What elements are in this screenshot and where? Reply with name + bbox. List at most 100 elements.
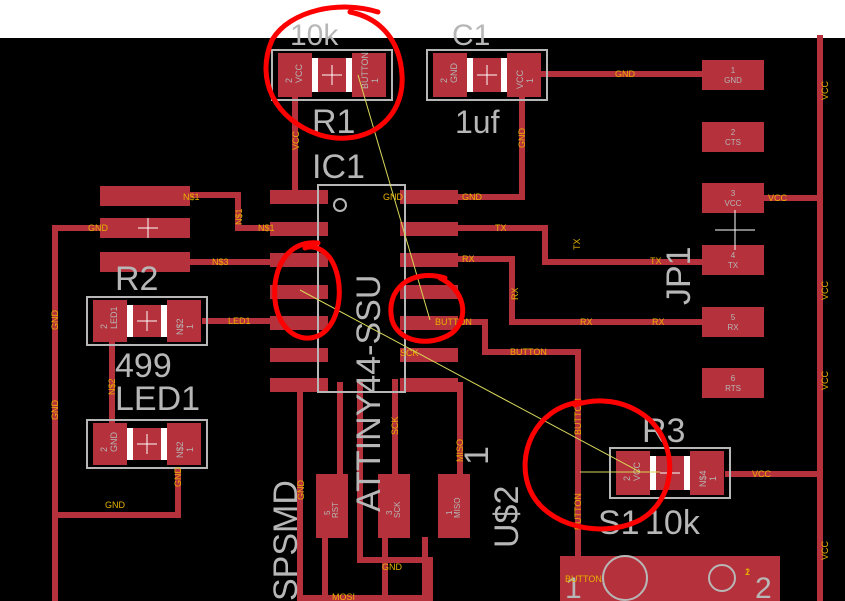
header-pad-6 (702, 368, 764, 398)
net-gnd-left-vert: GND (50, 310, 60, 331)
trace-rx (452, 256, 709, 325)
ratsnest (299, 74, 660, 473)
header-pad-label: CTS (725, 138, 741, 147)
net-sck-vert: SCK (390, 416, 400, 435)
isp-pad-label: RST (331, 502, 340, 518)
net-gnd-left-vert2: GND (50, 400, 60, 421)
r3-net1: N$4 (698, 470, 708, 487)
ic1-pad-right-7 (400, 378, 458, 392)
net-n1-vert: N$1 (234, 208, 244, 225)
net-button-vert2: BUTTON (573, 493, 583, 530)
net-gnd-c1: GND (517, 128, 527, 149)
led1-pad-right (167, 423, 201, 465)
header-pad-1 (702, 60, 764, 90)
annotation-circle-r1 (263, 4, 405, 141)
led1-pad1-num: 2 (99, 447, 109, 452)
header-pad-num: 2 (731, 128, 736, 137)
r2-pad-right (167, 300, 201, 342)
r3-net2: VCC (632, 461, 642, 481)
isp-pad-label: MISO (453, 498, 462, 518)
ic1-pads (270, 190, 458, 392)
r1-pad2-num: 1 (370, 78, 380, 83)
ic1-pad-right-3 (400, 253, 458, 267)
trace-gnd-led (52, 467, 181, 518)
net-n1-pad: N$1 (258, 223, 275, 233)
ic1-pad-left-7 (270, 378, 328, 392)
trace-gnd-c1-down (452, 97, 525, 200)
r2-pad-left (93, 300, 127, 342)
s1-body (560, 556, 780, 601)
c1-pad2-num: 1 (525, 78, 535, 83)
net-button-mid: BUTTON (510, 347, 547, 357)
header-pad-num: 5 (731, 313, 736, 322)
r3-pad2-num: 1 (708, 476, 718, 481)
header-pad-4 (702, 245, 764, 275)
header-pad-label: RTS (725, 384, 741, 393)
ic1-pad-left-4 (270, 285, 328, 299)
pad-n1-left (100, 186, 190, 206)
net-labels: GND GND GND TX TX RX RX RX VCC VCC N$1 N… (88, 69, 788, 601)
spsmd-name: SPSMD (267, 480, 305, 601)
isp-pad-label: SCK (393, 501, 402, 518)
header-pad-label: TX (728, 261, 739, 270)
led1-outline (86, 419, 208, 469)
r2-net1: N$2 (175, 318, 185, 335)
c1-name: C1 (452, 19, 490, 52)
ic1-pad-left-6 (270, 348, 328, 362)
net-vcc-rail-2: VCC (820, 280, 830, 300)
annotations (263, 4, 673, 532)
net-gnd-left: GND (88, 223, 109, 233)
crosshair-gnd-left (138, 218, 158, 238)
us2-name: U$2 (488, 486, 526, 548)
net-gnd-ispsmd: GND (296, 480, 306, 501)
c1-net1: VCC (515, 69, 525, 89)
r2-pad2-num: 1 (185, 324, 195, 329)
annotation-circle-r3 (522, 398, 673, 532)
s1-pad2-label: 2 (755, 572, 772, 601)
trace-gnd-bottom (357, 382, 433, 601)
s1-circle-right (708, 564, 736, 592)
header-pad-label: GND (724, 76, 742, 85)
r3-pad1-num: 2 (622, 476, 632, 481)
s1-net1: BUTTON (565, 574, 602, 584)
ic1-pad-left-1 (270, 190, 328, 204)
s1-net2: 1 (745, 567, 750, 577)
header-pad-3 (702, 183, 764, 213)
net-tx-ic: TX (495, 223, 507, 233)
net-led1: LED1 (228, 316, 251, 326)
header-pad-num: 4 (731, 251, 736, 260)
net-rx-ic: RX (462, 254, 475, 264)
header-pad-num: 6 (731, 374, 736, 383)
net-rx-vert: RX (510, 287, 520, 300)
r3-outline (609, 447, 731, 499)
c1-pad1-num: 2 (439, 78, 449, 83)
airwire-ic-r3 (299, 289, 641, 473)
net-vcc-rail-1: VCC (820, 80, 830, 100)
r1-pad-right (352, 53, 386, 97)
net-gnd-led: GND (105, 500, 126, 510)
r2-value: 499 (115, 347, 172, 385)
r3-pad-right (690, 451, 724, 495)
trace-tx (452, 225, 709, 265)
header-pad-2 (702, 122, 764, 152)
ic1-pad-right-1 (400, 190, 458, 204)
r1-net2: VCC (294, 63, 304, 83)
net-gnd-bottom: GND (382, 562, 403, 572)
ic1-pad-right-4 (400, 285, 458, 299)
net-gnd-top: GND (615, 69, 636, 79)
net-vcc-rail-4: VCC (820, 540, 830, 560)
ic1-name: IC1 (312, 148, 365, 186)
net-n3: N$3 (212, 257, 229, 267)
c1-value: 1uf (455, 104, 500, 140)
isp-pad-sck (378, 474, 410, 538)
net-vcc-header: VCC (768, 193, 788, 203)
led1-name: LED1 (115, 380, 200, 418)
s1-circle-left (602, 555, 648, 601)
led1-net2: GND (109, 432, 119, 453)
trace-n1 (187, 192, 283, 231)
